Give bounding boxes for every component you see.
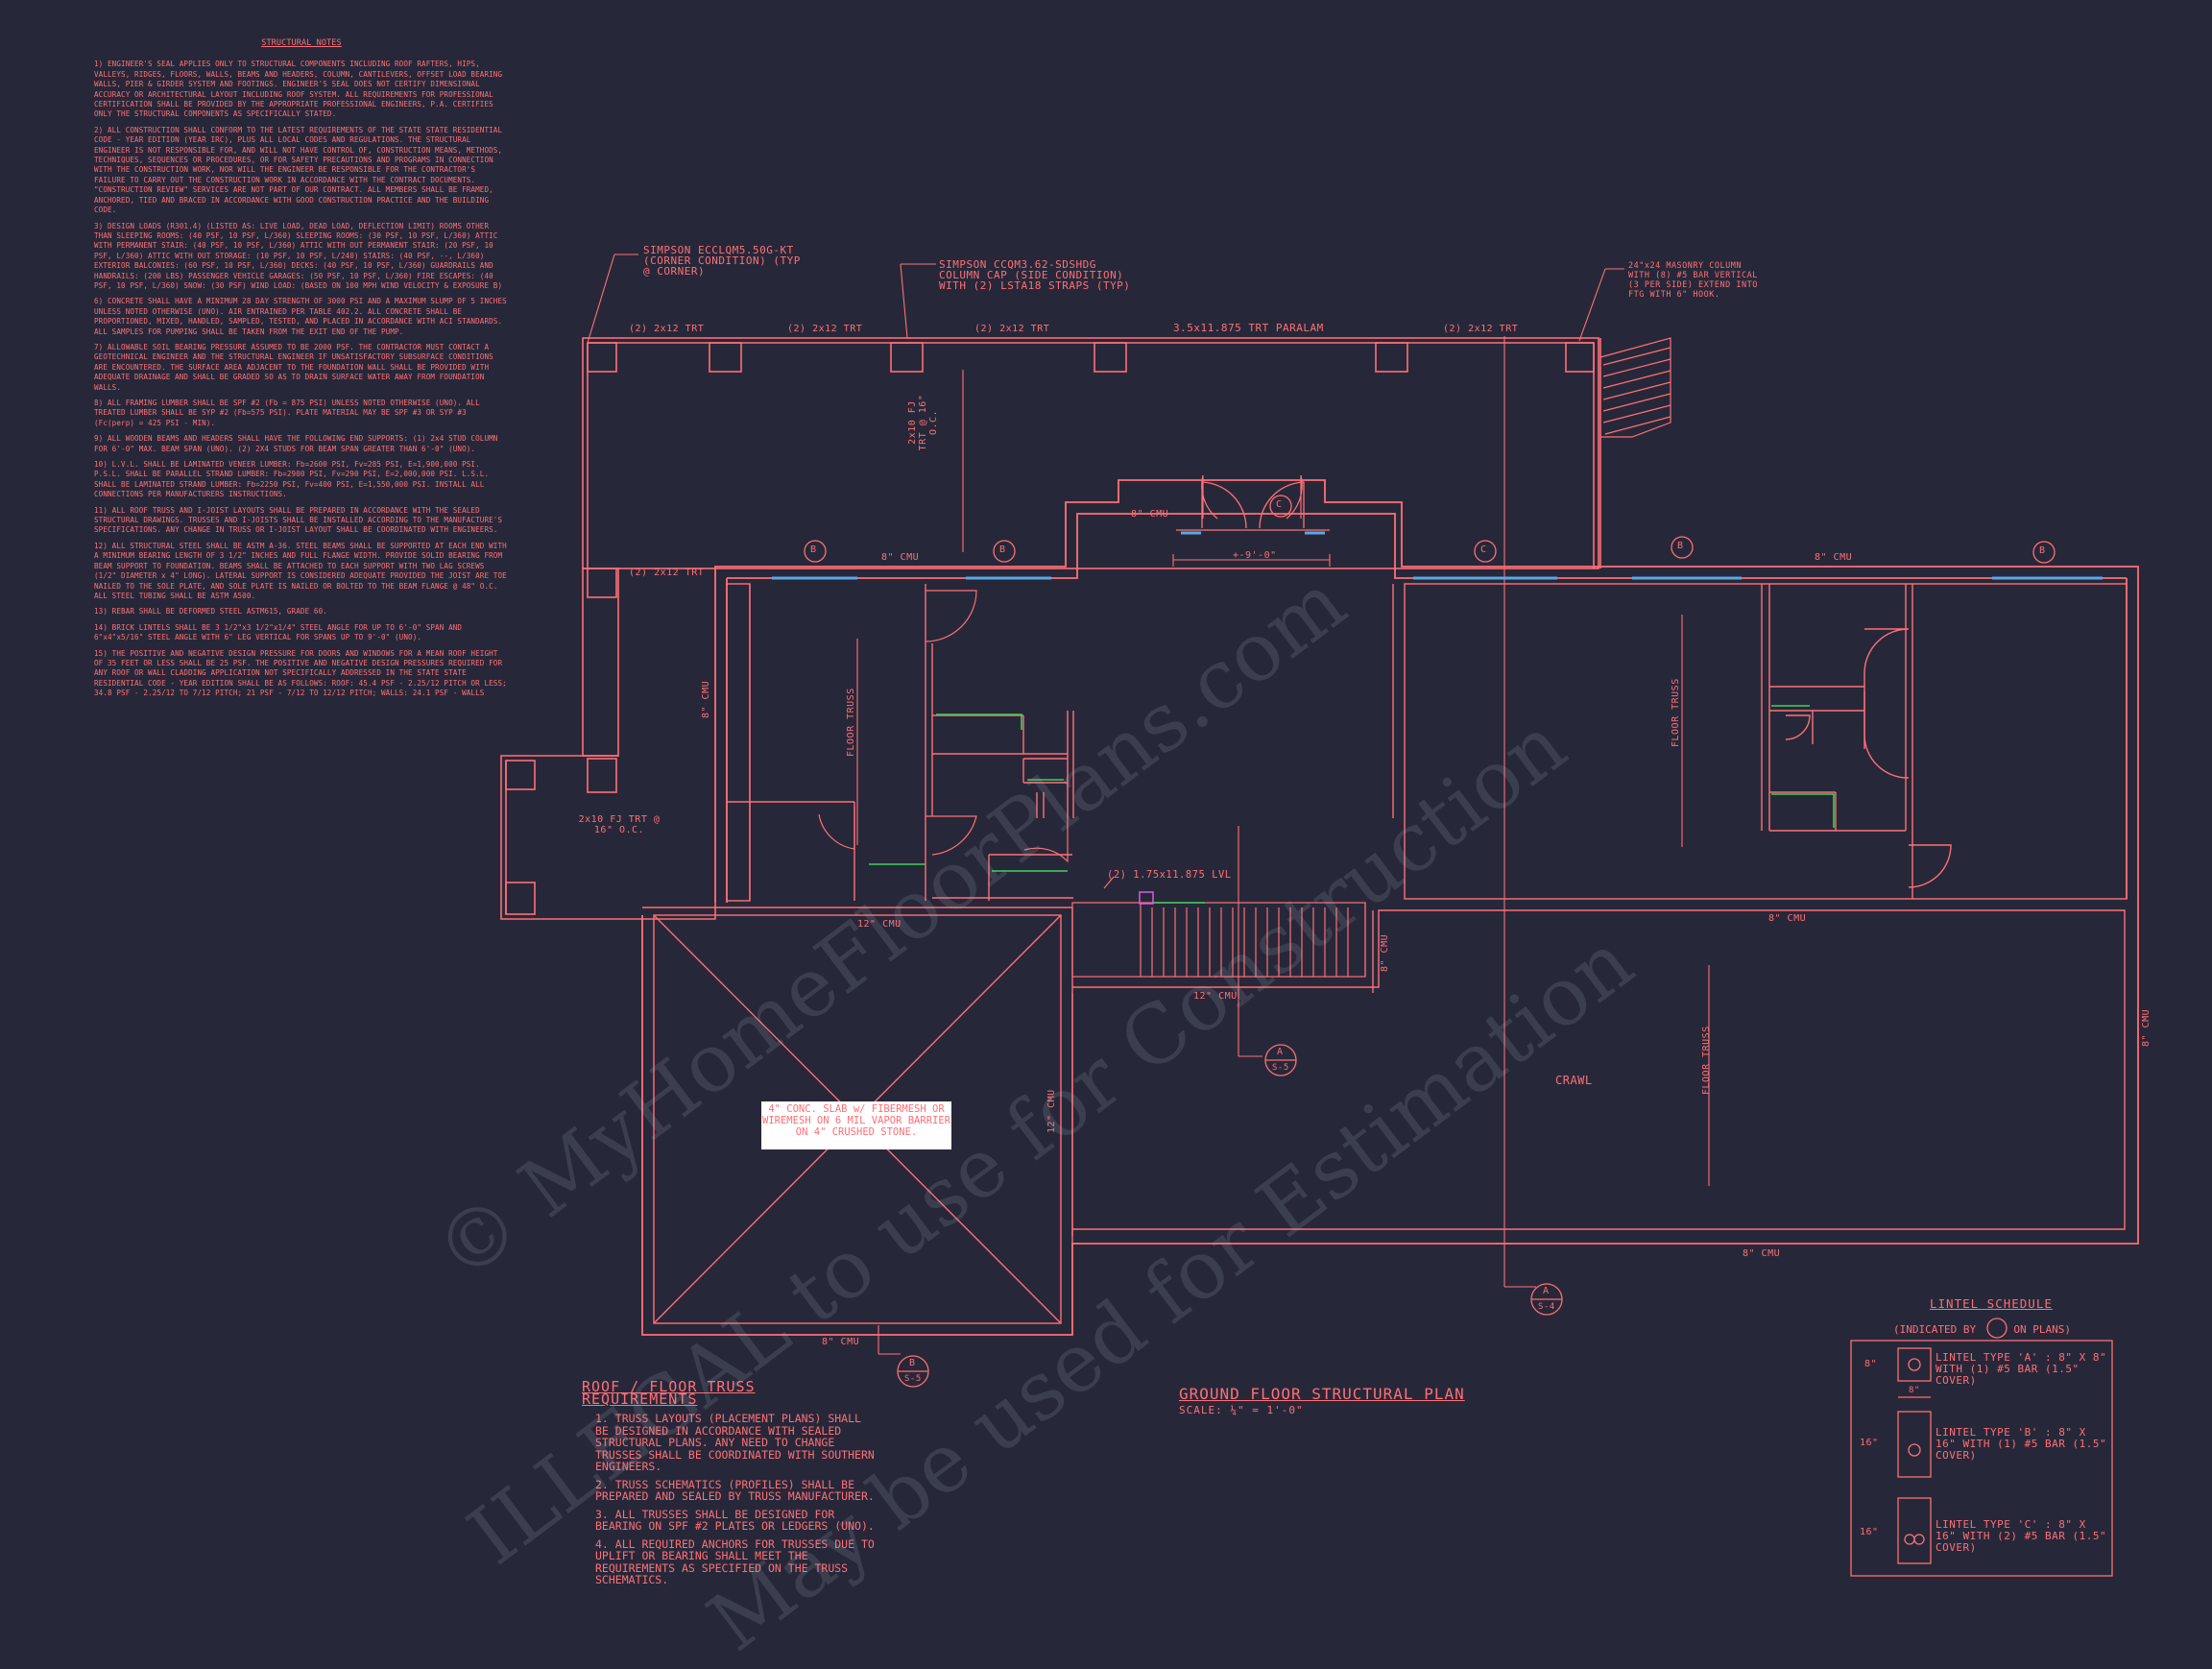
lintel-note-after: ON PLANS) — [2013, 1323, 2071, 1336]
interior-walls-left — [726, 583, 1394, 902]
note-item: 15) THE POSITIVE AND NEGATIVE DESIGN PRE… — [94, 648, 507, 698]
lintel-height: 16" — [1860, 1438, 1879, 1448]
lintel-tag: B — [1677, 541, 1684, 551]
rear-deck — [582, 337, 1601, 569]
section-tag: B — [909, 1358, 916, 1368]
callout-leaders — [587, 254, 1624, 889]
lintel-schedule-table — [1850, 1318, 2113, 1577]
cmu-label: 12" CMU — [1193, 991, 1238, 1002]
lintel-schedule-note: (INDICATED BY ON PLANS) — [1893, 1323, 2071, 1336]
lvl-beam-label: (2) 1.75x11.875 LVL — [1107, 869, 1232, 881]
note-item: 11) ALL ROOF TRUSS AND I-JOIST LAYOUTS S… — [94, 505, 503, 535]
cmu-label: 8" CMU — [822, 1337, 860, 1347]
truss-direction-label: FLOOR TRUSS — [846, 688, 856, 757]
cmu-label: 8" CMU — [1815, 552, 1853, 563]
plan-title: GROUND FLOOR STRUCTURAL PLAN — [1179, 1385, 1465, 1403]
section-tag: A — [1543, 1286, 1550, 1296]
deck-stair — [1599, 337, 1671, 438]
cmu-label: 8" CMU — [1768, 913, 1807, 924]
beam-label-paralam: 3.5x11.875 TRT PARALAM — [1173, 322, 1324, 334]
beam-label: (2) 2x12 TRT — [629, 568, 705, 578]
cmu-label: 12" CMU — [1046, 1089, 1057, 1133]
interior-walls-right — [1404, 583, 2128, 900]
truss-requirement-item: 1. TRUSS LAYOUTS (PLACEMENT PLANS) SHALL… — [595, 1412, 875, 1473]
beam-label: (2) 2x12 TRT — [787, 324, 863, 334]
interior-stair — [1071, 902, 1366, 978]
cmu-label: 8" CMU — [1131, 509, 1169, 520]
note-item: 7) ALLOWABLE SOIL BEARING PRESSURE ASSUM… — [94, 342, 493, 392]
lintel-tag: B — [2039, 545, 2046, 556]
crawl-space — [1071, 909, 2126, 1236]
section-tag: A — [1277, 1047, 1284, 1057]
callout-simpson-corner: SIMPSON ECCLQM5.50G-KT (CORNER CONDITION… — [643, 244, 801, 278]
callout-simpson-side: SIMPSON CCQM3.62-SDSHDG COLUMN CAP (SIDE… — [939, 258, 1131, 292]
dimension-label: +-9'-0" — [1233, 550, 1277, 561]
beam-post-marker — [1139, 891, 1154, 905]
lintel-type-b: LINTEL TYPE 'B' : 8" X 16" WITH (1) #5 B… — [1936, 1426, 2107, 1462]
truss-direction-label: FLOOR TRUSS — [1671, 678, 1681, 747]
note-item: 10) L.V.L. SHALL BE LAMINATED VENEER LUM… — [94, 460, 490, 499]
side-deck — [582, 568, 619, 793]
cmu-label: 8" CMU — [2141, 1008, 2152, 1047]
plumbing-fixtures — [869, 705, 1835, 904]
note-item: 12) ALL STRUCTURAL STEEL SHALL BE ASTM A… — [94, 541, 507, 600]
note-item: 9) ALL WOODEN BEAMS AND HEADERS SHALL HA… — [94, 434, 498, 453]
lintel-type-c: LINTEL TYPE 'C' : 8" X 16" WITH (2) #5 B… — [1936, 1518, 2107, 1554]
beam-label: (2) 2x12 TRT — [629, 324, 705, 334]
lintels — [772, 531, 2103, 580]
lintel-tag: C — [1480, 544, 1487, 555]
note-item: 2) ALL CONSTRUCTION SHALL CONFORM TO THE… — [94, 125, 503, 215]
note-item: 14) BRICK LINTELS SHALL BE 3 1/2"x3 1/2"… — [94, 622, 463, 642]
lintel-tag: B — [999, 544, 1006, 555]
lintel-tag: C — [1276, 499, 1283, 510]
callout-masonry-column: 24"x24 MASONRY COLUMN WITH (8) #5 BAR VE… — [1628, 261, 1758, 300]
truss-requirements: ROOF / FLOOR TRUSS REQUIREMENTS 1. TRUSS… — [582, 1378, 879, 1592]
note-item: 6) CONCRETE SHALL HAVE A MINIMUM 28 DAY … — [94, 297, 507, 336]
truss-direction-label: FLOOR TRUSS — [1701, 1026, 1712, 1095]
truss-requirements-title: ROOF / FLOOR TRUSS REQUIREMENTS — [582, 1378, 756, 1408]
truss-requirement-item: 2. TRUSS SCHEMATICS (PROFILES) SHALL BE … — [595, 1477, 875, 1503]
note-item: 3) DESIGN LOADS (R301.4) (LISTED AS: LIV… — [94, 221, 503, 290]
lintel-height: 16" — [1860, 1527, 1879, 1537]
truss-requirement-item: 3. ALL TRUSSES SHALL BE DESIGNED FOR BEA… — [595, 1507, 875, 1533]
lintel-width: 8" — [1909, 1386, 1920, 1395]
note-item: 8) ALL FRAMING LUMBER SHALL BE SPF #2 (F… — [94, 399, 480, 427]
beam-label: (2) 2x12 TRT — [1443, 324, 1519, 334]
lintel-type-a: LINTEL TYPE 'A' : 8" X 8" WITH (1) #5 BA… — [1936, 1351, 2107, 1387]
lintel-tag: B — [810, 544, 817, 555]
slab-note: 4" CONC. SLAB w/ FIBERMESH OR WIREMESH O… — [761, 1101, 951, 1149]
lintel-tags — [804, 495, 2056, 1388]
cmu-label: 12" CMU — [857, 919, 902, 930]
section-sheet: S-5 — [1272, 1063, 1289, 1073]
section-sheet: S-5 — [904, 1374, 922, 1384]
beam-label: (2) 2x12 TRT — [974, 324, 1050, 334]
joist-label-porch: 2x10 FJ TRT @ 16" O.C. — [578, 814, 661, 835]
lintel-note-before: (INDICATED BY — [1893, 1323, 1977, 1336]
section-sheet: S-4 — [1538, 1302, 1555, 1312]
side-porch — [500, 755, 716, 920]
structural-notes-title: STRUCTURAL NOTES — [261, 38, 342, 48]
cmu-label: 8" CMU — [701, 680, 711, 718]
joist-label: 2x10 FJ TRT @ 16" O.C. — [907, 394, 939, 451]
french-doors — [1176, 481, 1330, 531]
cmu-label: 8" CMU — [881, 552, 920, 563]
door-swings — [818, 474, 1303, 863]
note-item: 13) REBAR SHALL BE DEFORMED STEEL ASTM61… — [94, 607, 327, 617]
lintel-schedule-title: LINTEL SCHEDULE — [1930, 1296, 2053, 1311]
structural-notes: STRUCTURAL NOTES 1) ENGINEER'S SEAL APPL… — [94, 38, 509, 705]
note-item: 1) ENGINEER'S SEAL APPLIES ONLY TO STRUC… — [94, 60, 503, 119]
lintel-height: 8" — [1864, 1359, 1878, 1369]
cmu-label: 8" CMU — [1743, 1248, 1781, 1259]
truss-requirement-item: 4. ALL REQUIRED ANCHORS FOR TRUSSES DUE … — [595, 1536, 875, 1586]
crawl-space-label: CRAWL — [1555, 1074, 1593, 1087]
plan-scale: SCALE: ¼" = 1'-0" — [1179, 1404, 1304, 1416]
dimension-lines — [856, 336, 1710, 1355]
cmu-label: 8" CMU — [1380, 933, 1390, 972]
